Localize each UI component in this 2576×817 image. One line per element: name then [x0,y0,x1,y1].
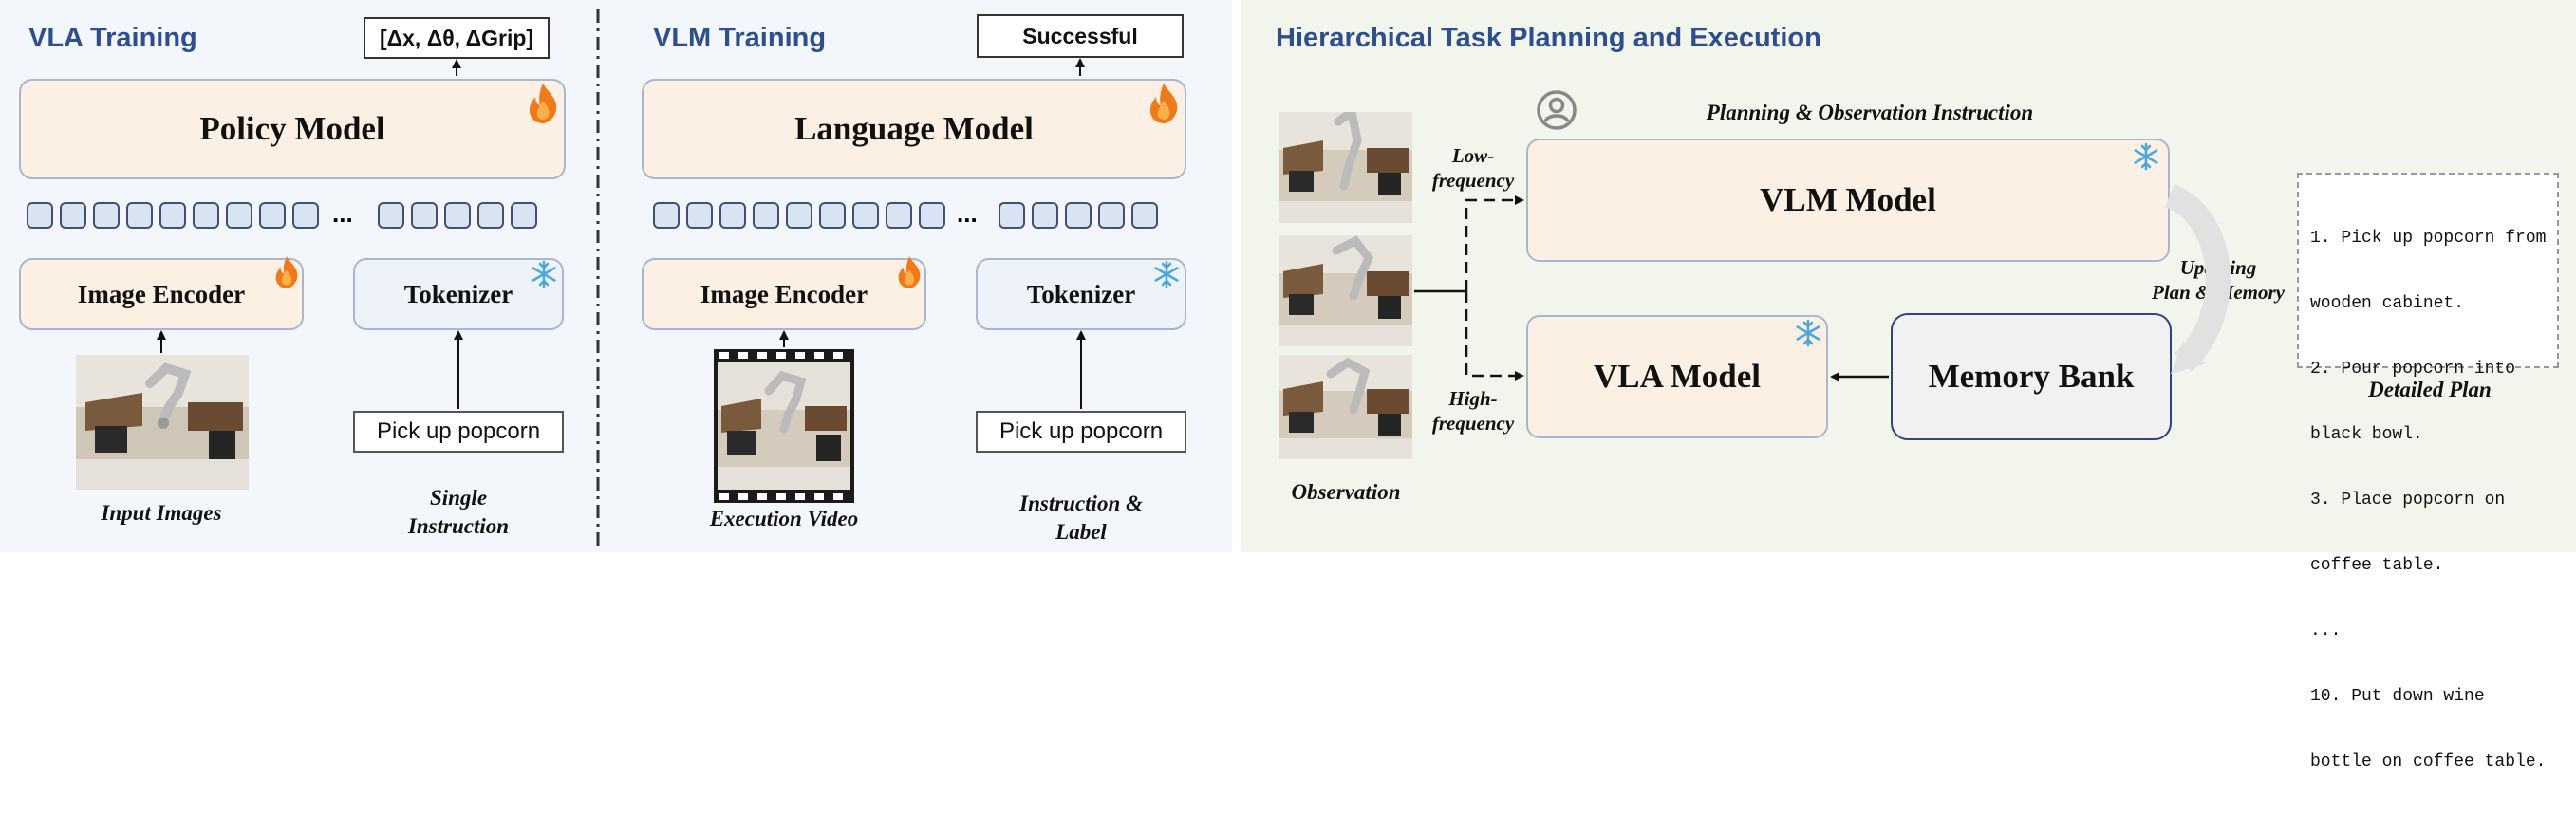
plan-line: bottle on coffee table. [2310,752,2547,771]
language-model-box: Language Model [642,79,1186,179]
plan-line: coffee table. [2310,556,2444,575]
vla-tokenizer-box: Tokenizer [353,258,564,330]
token [1065,202,1092,229]
token [159,202,186,229]
token [753,202,779,229]
divider-line [596,9,600,548]
token-ellipsis: ... [957,199,978,228]
planning-title: Hierarchical Task Planning and Execution [1276,23,1821,53]
token [919,202,945,229]
execution-video-image [714,349,854,503]
vlm-model-label: VLM Model [1760,181,1936,218]
vla-image-encoder-label: Image Encoder [77,279,246,308]
snowflake-icon [2132,142,2160,176]
plan-line: 1. Pick up popcorn from [2310,229,2547,248]
memory-bank-box: Memory Bank [1891,313,2172,440]
token [852,202,879,229]
vla-instruction-box: Pick up popcorn [353,411,564,453]
token [719,202,746,229]
token [93,202,120,229]
token [819,202,846,229]
token [1032,202,1058,229]
vla-images-caption: Input Images [101,501,222,525]
snowflake-icon [530,260,558,293]
memory-bank-label: Memory Bank [1928,358,2135,395]
fire-icon [894,254,924,295]
fire-icon [1145,82,1183,130]
low-frequency-label-line1: Low- [1451,144,1495,167]
policy-model-box: Policy Model [19,79,566,179]
figure: VLA Training [Δx, Δθ, ΔGrip] Policy Mode… [0,0,2576,771]
vla-instruction-caption-line1: Single [429,486,488,510]
token [786,202,812,229]
snowflake-icon [1794,319,1822,352]
token [27,202,53,229]
token [686,202,713,229]
vlm-image-encoder-label: Image Encoder [700,279,868,308]
vlm-instruction-box: Pick up popcorn [976,411,1186,453]
vla-model-label: VLA Model [1594,358,1761,395]
plan-line: 10. Put down wine [2310,687,2485,706]
language-model-label: Language Model [794,110,1034,147]
token [1098,202,1125,229]
observation-caption: Observation [1291,480,1401,504]
snowflake-icon [1152,260,1181,293]
token [444,202,471,229]
observation-image-2 [1279,235,1412,346]
token [477,202,504,229]
token [193,202,219,229]
token [886,202,912,229]
connector-arrows [157,58,2231,409]
token [378,202,404,229]
vla-model-box: VLA Model [1526,315,1828,438]
token [999,202,1025,229]
token [1131,202,1158,229]
planning-instruction-label: Planning & Observation Instruction [1706,101,2034,124]
plan-line: black bowl. [2310,425,2423,444]
plan-line: ... [2310,622,2342,641]
plan-line: 3. Place popcorn on [2310,491,2506,510]
vlm-output-box: Successful [977,14,1184,58]
vla-tokenizer-label: Tokenizer [403,279,513,308]
vlm-tokenizer-box: Tokenizer [976,258,1186,330]
high-frequency-label-line1: High- [1448,387,1498,410]
plan-line: 2. Pour popcorn into [2310,360,2516,379]
vla-input-image [76,355,249,490]
token [226,202,252,229]
policy-model-label: Policy Model [199,110,385,147]
observation-image-1 [1279,112,1412,223]
execution-video-caption: Execution Video [709,507,859,530]
vlm-instruction-caption-line2: Label [1055,520,1107,544]
vla-instruction-caption-line2: Instruction [407,514,510,538]
vla-output-box: [Δx, Δθ, ΔGrip] [364,17,550,59]
vlm-model-box: VLM Model [1526,139,2170,262]
low-frequency-label-line2: frequency [1431,169,1515,192]
token-ellipsis: ... [332,199,353,228]
token [411,202,438,229]
token [60,202,86,229]
token [126,202,153,229]
vlm-tokenizer-label: Tokenizer [1026,279,1136,308]
vla-image-encoder-box: Image Encoder [19,258,304,330]
token [259,202,286,229]
vlm-training-title: VLM Training [653,23,827,53]
vlm-output-text: Successful [1022,23,1138,48]
token [653,202,680,229]
plan-line: wooden cabinet. [2310,294,2465,313]
vla-training-title: VLA Training [28,23,197,53]
observation-image-3 [1279,355,1412,459]
vla-output-text: [Δx, Δθ, ΔGrip] [379,25,534,50]
token [292,202,319,229]
token [511,202,537,229]
user-icon [1536,89,1577,136]
detailed-plan-caption: Detailed Plan [2368,378,2492,401]
fire-icon [524,82,562,130]
high-frequency-label-line2: frequency [1431,412,1515,435]
vlm-instruction-caption-line1: Instruction & [1019,492,1143,515]
fire-icon [271,254,302,295]
vlm-image-encoder-box: Image Encoder [642,258,926,330]
